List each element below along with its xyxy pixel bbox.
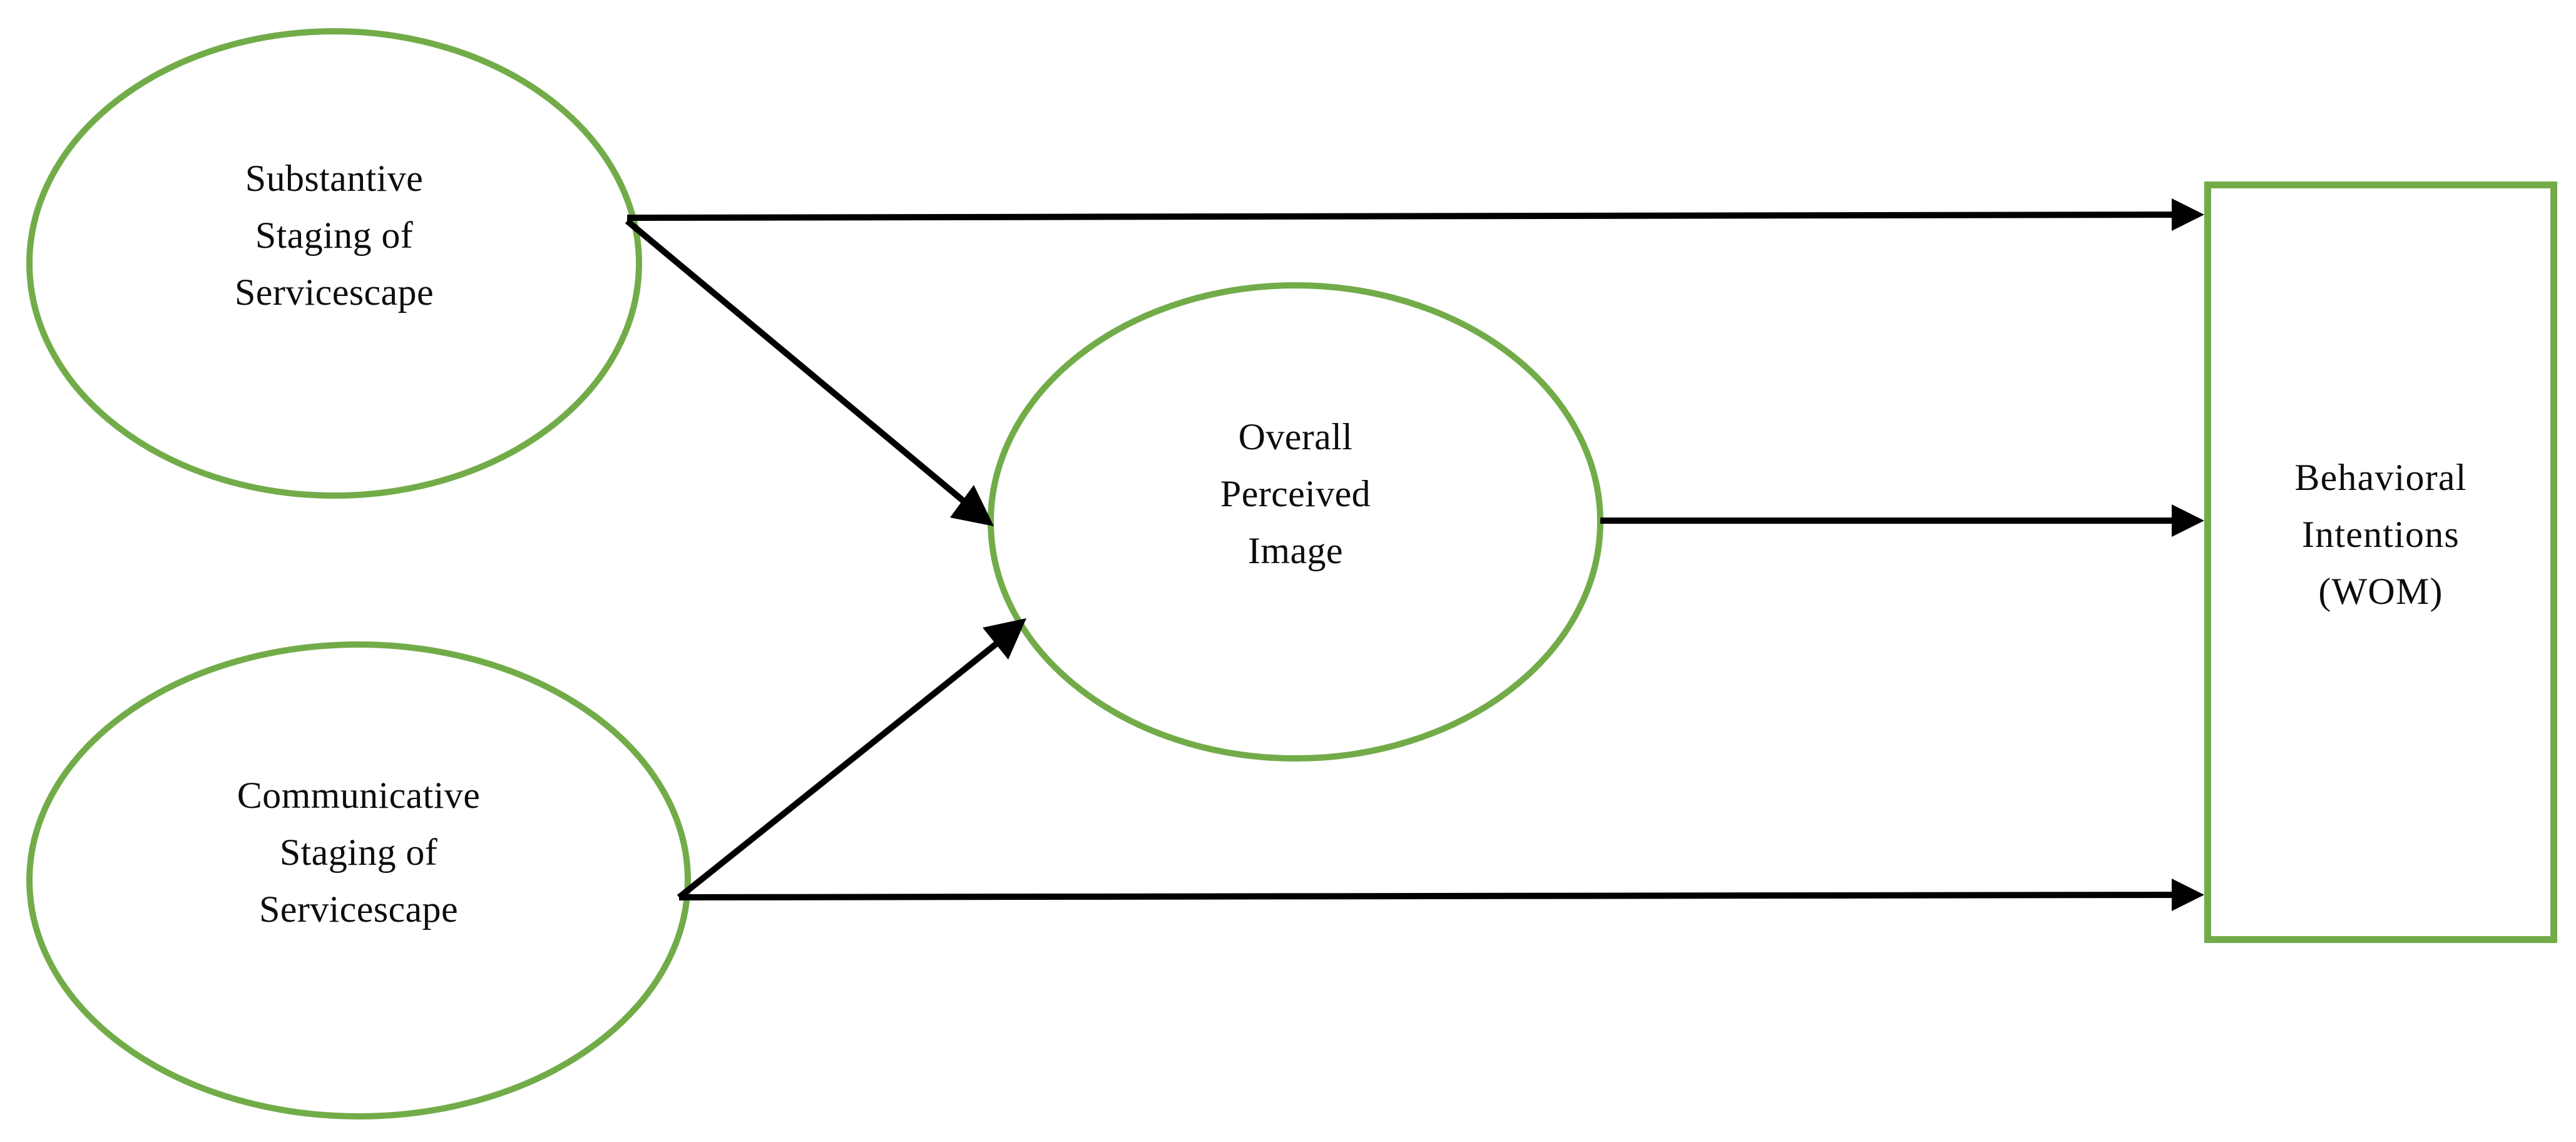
node-shape-communicative-staging[interactable] <box>26 641 691 1119</box>
arrowhead-icon <box>2172 198 2204 231</box>
connector-line <box>626 212 2182 221</box>
connector-communicative-to-behavioral <box>678 879 2204 911</box>
arrowhead-icon <box>2172 879 2204 911</box>
node-shape-behavioral-intentions[interactable] <box>2204 181 2557 943</box>
arrowhead-icon <box>983 618 1026 660</box>
connector-communicative-to-image <box>677 618 1026 900</box>
node-shape-overall-perceived-image[interactable] <box>988 282 1603 762</box>
connector-substantive-to-image <box>625 218 994 526</box>
arrowhead-icon <box>950 485 994 526</box>
arrowhead-icon <box>2172 504 2204 537</box>
connector-line <box>677 636 1006 900</box>
connector-image-to-behavioral <box>1600 504 2204 537</box>
connector-line <box>678 892 2182 900</box>
connector-line <box>625 218 974 510</box>
node-shape-substantive-staging[interactable] <box>26 28 642 499</box>
connector-substantive-to-behavioral <box>626 198 2204 231</box>
